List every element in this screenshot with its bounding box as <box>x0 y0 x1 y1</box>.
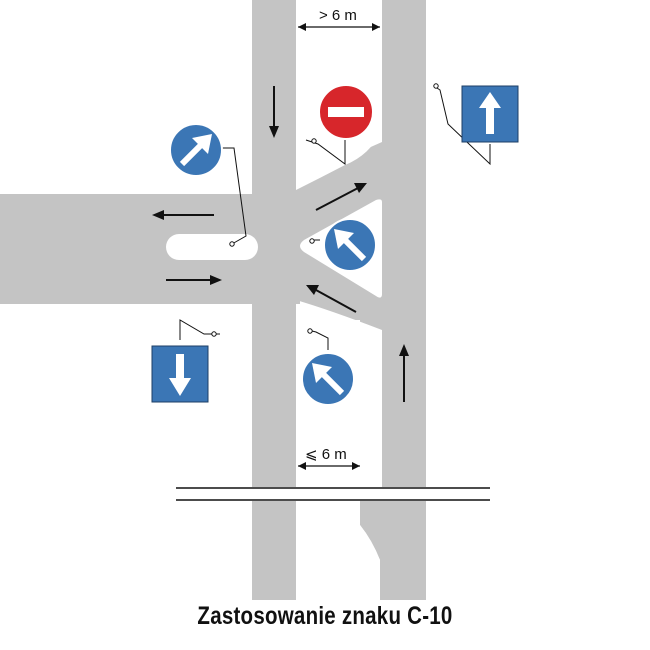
no-entry-bar <box>328 107 364 117</box>
mount-dot-2 <box>311 138 317 144</box>
left-arrow-head <box>152 210 164 220</box>
mount-dot-1 <box>229 241 235 247</box>
top-width-dimension: > 6 m <box>298 7 380 31</box>
mount-dot-5 <box>211 331 217 337</box>
diag-up-right-arrow-shaft <box>315 187 359 211</box>
crossing-line <box>176 487 490 501</box>
crossing-gap <box>176 487 490 501</box>
traffic-arrows <box>152 86 409 402</box>
top-dim-arrow-left <box>298 23 306 31</box>
mount-dot-6 <box>307 328 313 334</box>
no-entry-sign <box>318 84 374 140</box>
bottom-gap <box>360 500 382 650</box>
one-way-up-arrow-shaft <box>486 106 494 134</box>
mount-dot-4 <box>309 238 315 244</box>
bottom-dim-arrow-right <box>352 462 360 470</box>
bottom-dim-arrow-left <box>298 462 306 470</box>
right-arrow-head <box>210 275 222 285</box>
top-width-label: > 6 m <box>319 7 357 24</box>
one-way-down-sign <box>151 345 209 403</box>
corner-bottom-left <box>0 304 252 650</box>
c10-sign-island <box>323 218 377 272</box>
diag-up-left-arrow-head <box>306 285 319 295</box>
c10-sign-bottom <box>301 352 355 406</box>
diag-up-left-arrow-shaft <box>315 289 357 313</box>
top-dim-arrow-right <box>372 23 380 31</box>
bottom-right-road <box>380 500 426 600</box>
c10-island-arrow-head <box>334 229 354 249</box>
leader-mount-dots <box>211 83 439 337</box>
diagram-caption: Zastosowanie znaku C-10 <box>197 602 453 630</box>
leader-one-way-up <box>433 85 491 166</box>
c10-upper-left-arrow-head <box>192 134 212 154</box>
one-way-up-sign <box>461 85 519 143</box>
oval-island <box>166 234 258 260</box>
leader-upper-left-sign <box>222 147 247 245</box>
down-arrow-head <box>269 126 279 138</box>
bottom-width-dimension: ⩽ 6 m <box>298 446 360 470</box>
diag-up-right-arrow-head <box>354 183 367 193</box>
corner-bottom-right <box>426 0 650 650</box>
c10-bottom-arrow-head <box>312 363 332 383</box>
right-road-taper <box>360 500 382 600</box>
up-arrow-head <box>399 344 409 356</box>
c10-sign-upper-left <box>169 123 223 177</box>
bottom-width-label: ⩽ 6 m <box>305 446 347 463</box>
one-way-up-arrow-head <box>479 92 501 108</box>
one-way-down-arrow-head <box>169 378 191 396</box>
mount-dot-3 <box>433 83 439 89</box>
one-way-down-arrow-shaft <box>176 354 184 380</box>
